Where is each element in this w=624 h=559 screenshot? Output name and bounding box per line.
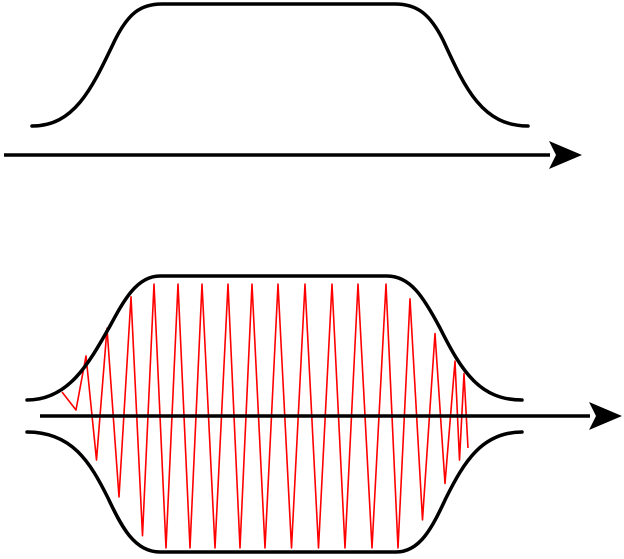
bottom-arrow-head: [589, 402, 622, 430]
bottom-panel: [25, 274, 622, 554]
bottom-lower-envelope: [25, 430, 524, 554]
top-envelope-curve: [30, 2, 530, 128]
bottom-upper-envelope: [25, 274, 524, 402]
top-arrow-head: [549, 141, 582, 169]
top-panel: [4, 2, 582, 169]
